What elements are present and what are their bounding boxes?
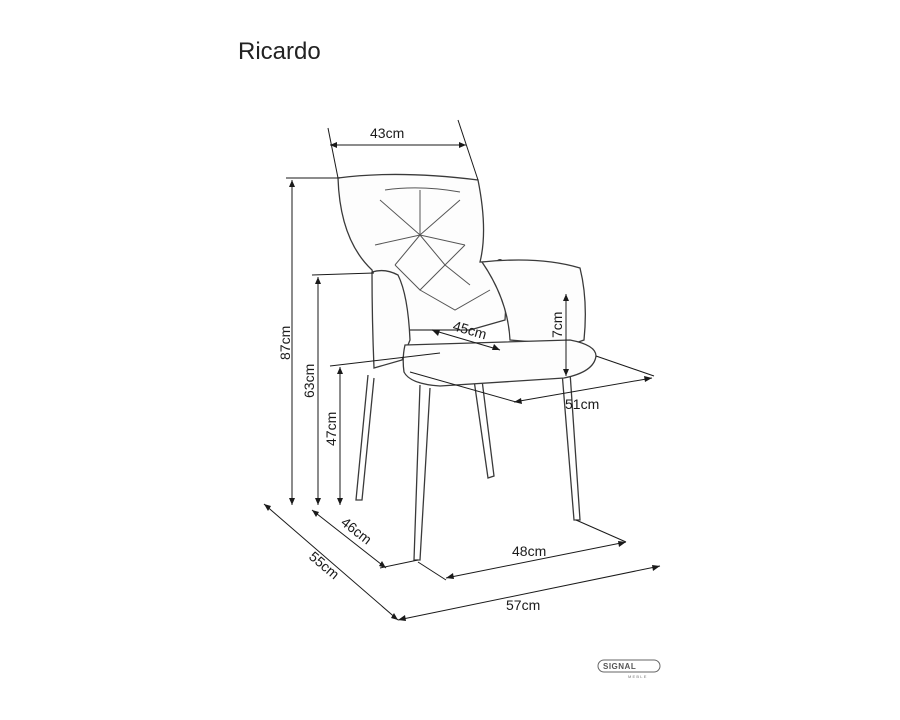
label-leg-depth: 46cm bbox=[338, 514, 375, 548]
front-leg-left bbox=[413, 384, 431, 561]
logo-sub: MEBLE bbox=[628, 674, 648, 679]
logo-brand: SIGNAL bbox=[603, 662, 636, 671]
label-seat-height: 47cm bbox=[323, 412, 339, 446]
chair-drawing bbox=[337, 173, 597, 561]
backrest-quilting bbox=[374, 187, 491, 311]
back-leg-right bbox=[561, 371, 581, 521]
armrest-right bbox=[480, 259, 586, 346]
seat bbox=[402, 339, 597, 387]
front-leg-right bbox=[473, 379, 495, 479]
label-armrest-height: 63cm bbox=[301, 364, 317, 398]
product-title: Ricardo bbox=[238, 38, 321, 65]
label-total-width: 57cm bbox=[506, 597, 540, 613]
label-seat-width: 51cm bbox=[565, 396, 599, 412]
backrest bbox=[337, 173, 507, 331]
label-leg-width: 48cm bbox=[512, 543, 546, 559]
label-backrest-width: 43cm bbox=[370, 125, 404, 141]
armrest-left bbox=[371, 269, 411, 369]
label-armrest-thickness: 7cm bbox=[549, 312, 565, 338]
label-total-height: 87cm bbox=[277, 326, 293, 360]
label-total-depth: 55cm bbox=[306, 548, 343, 582]
signal-logo: SIGNAL MEBLE bbox=[597, 659, 661, 679]
dimension-lines bbox=[263, 119, 661, 621]
back-leg-left bbox=[355, 374, 375, 501]
